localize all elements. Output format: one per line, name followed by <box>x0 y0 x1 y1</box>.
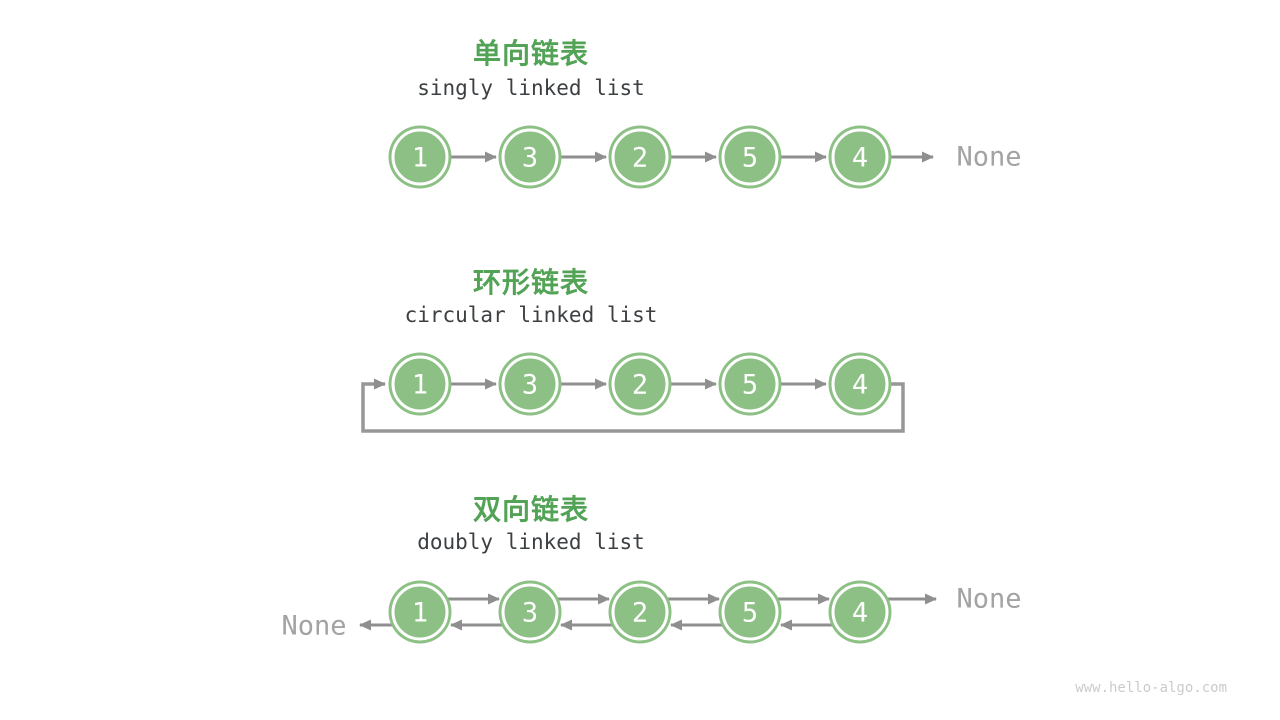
list-node: 1 <box>388 352 452 416</box>
node-inner-ring <box>391 128 449 186</box>
node-value: 3 <box>522 598 538 629</box>
node-value: 4 <box>852 143 868 174</box>
node-value: 5 <box>742 370 758 401</box>
node-inner-ring <box>721 583 779 641</box>
node-inner-ring <box>611 128 669 186</box>
node-inner-ring <box>721 355 779 413</box>
list-node: 2 <box>608 125 672 189</box>
node-circle <box>498 352 562 416</box>
node-inner-ring <box>611 355 669 413</box>
node-inner-ring <box>831 583 889 641</box>
node-value: 5 <box>742 143 758 174</box>
list-node: 3 <box>498 352 562 416</box>
singly-list-title: 单向链表 <box>472 38 590 69</box>
singly-tail-none-label: None <box>956 141 1022 173</box>
node-value: 2 <box>632 370 648 401</box>
doubly-list-subtitle: doubly linked list <box>417 530 645 554</box>
list-node: 5 <box>718 352 782 416</box>
list-node: 4 <box>828 580 892 644</box>
node-circle <box>608 125 672 189</box>
list-node: 3 <box>498 125 562 189</box>
node-circle <box>388 580 452 644</box>
circular-list-title: 环形链表 <box>472 267 590 298</box>
node-circle <box>718 352 782 416</box>
node-value: 3 <box>522 370 538 401</box>
node-inner-ring <box>831 128 889 186</box>
doubly-list-title: 双向链表 <box>472 494 590 525</box>
node-circle <box>828 580 892 644</box>
node-inner-ring <box>501 355 559 413</box>
node-value: 1 <box>412 598 428 629</box>
node-circle <box>828 125 892 189</box>
list-node: 1 <box>388 580 452 644</box>
list-node: 4 <box>828 125 892 189</box>
node-circle <box>498 125 562 189</box>
node-value: 4 <box>852 370 868 401</box>
node-value: 2 <box>632 598 648 629</box>
node-circle <box>828 352 892 416</box>
node-circle <box>498 580 562 644</box>
list-node: 5 <box>718 580 782 644</box>
node-value: 3 <box>522 143 538 174</box>
list-node: 4 <box>828 352 892 416</box>
list-node: 2 <box>608 352 672 416</box>
doubly-head-none-label: None <box>281 610 347 642</box>
list-node: 3 <box>498 580 562 644</box>
node-inner-ring <box>391 583 449 641</box>
node-inner-ring <box>501 128 559 186</box>
node-circle <box>608 352 672 416</box>
node-inner-ring <box>831 355 889 413</box>
node-circle <box>388 125 452 189</box>
doubly-tail-none-label: None <box>956 583 1022 615</box>
node-inner-ring <box>391 355 449 413</box>
node-circle <box>718 580 782 644</box>
node-value: 1 <box>412 370 428 401</box>
node-circle <box>718 125 782 189</box>
node-inner-ring <box>611 583 669 641</box>
node-value: 5 <box>742 598 758 629</box>
list-node: 2 <box>608 580 672 644</box>
node-inner-ring <box>501 583 559 641</box>
singly-list-subtitle: singly linked list <box>417 76 645 100</box>
node-value: 1 <box>412 143 428 174</box>
node-circle <box>608 580 672 644</box>
watermark-url: www.hello-algo.com <box>1075 680 1227 696</box>
loop-back-arrow <box>361 378 905 433</box>
node-value: 4 <box>852 598 868 629</box>
circular-list-subtitle: circular linked list <box>404 303 658 327</box>
node-inner-ring <box>721 128 779 186</box>
list-node: 5 <box>718 125 782 189</box>
list-node: 1 <box>388 125 452 189</box>
node-value: 2 <box>632 143 648 174</box>
node-circle <box>388 352 452 416</box>
